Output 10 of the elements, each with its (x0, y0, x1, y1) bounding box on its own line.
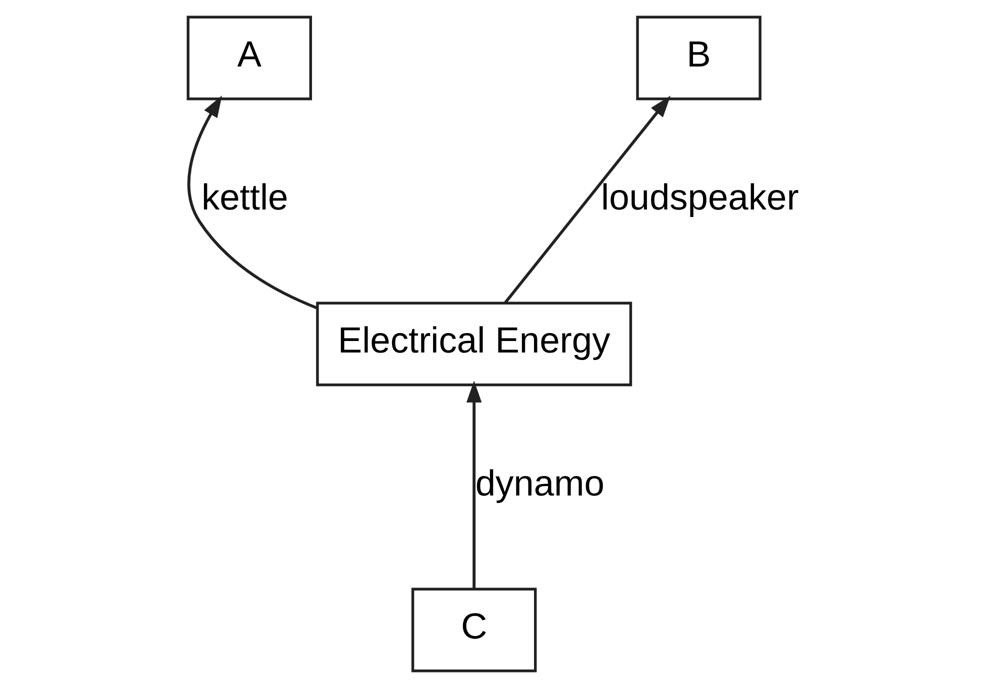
arrow (466, 380, 482, 589)
node-box: A (186, 16, 312, 100)
node-box: C (410, 588, 536, 672)
edge-label: loudspeaker (600, 176, 798, 218)
edge-label: kettle (200, 176, 288, 218)
node-box: B (636, 16, 761, 100)
arrow (504, 96, 670, 304)
arrow (186, 96, 317, 310)
node-box: Electrical Energy (316, 302, 632, 386)
edge-label: dynamo (474, 462, 604, 504)
